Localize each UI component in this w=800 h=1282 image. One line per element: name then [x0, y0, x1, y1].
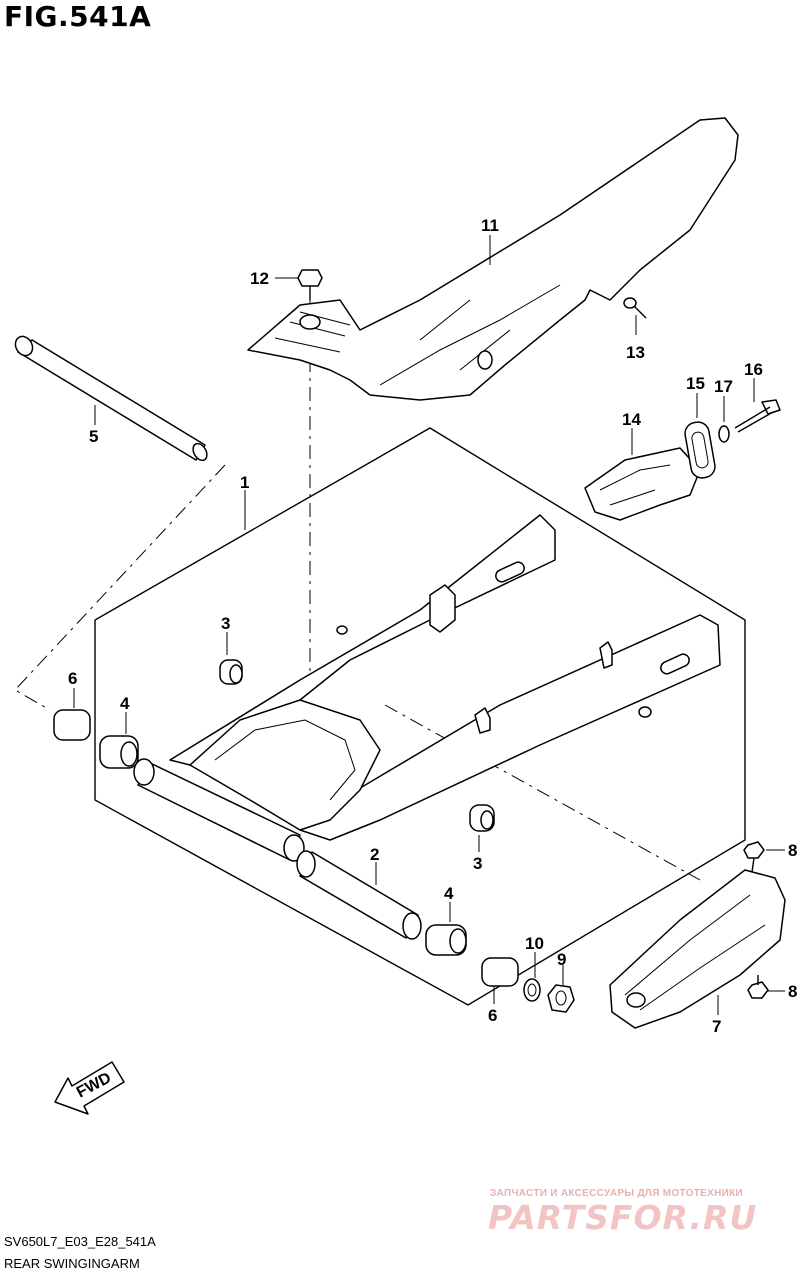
bearing-4-left: [99, 712, 139, 769]
callout-9: 9: [557, 950, 566, 969]
spacer-6-left: [53, 688, 91, 741]
callout-3-upper: 3: [221, 614, 230, 633]
callout-labels: 1 2 3 3 4 4 5 6 6 7 8 8 9 10 11 12 13 14…: [68, 216, 797, 1036]
pivot-shaft: [14, 335, 208, 462]
callout-16: 16: [744, 360, 763, 379]
swingarm: [169, 514, 721, 841]
callout-12: 12: [250, 269, 269, 288]
callout-8-lower: 8: [788, 982, 797, 1001]
callout-6-right: 6: [488, 1006, 497, 1025]
callout-4-right: 4: [444, 884, 454, 903]
callout-13: 13: [626, 343, 645, 362]
bracket-14: [584, 428, 701, 521]
watermark-logo: PARTSFOR.RU: [488, 1198, 758, 1237]
figure-caption: REAR SWINGINGARM: [4, 1256, 140, 1271]
pivot-tube-2: [296, 850, 422, 940]
callout-2: 2: [370, 845, 379, 864]
washer-17: [718, 396, 730, 443]
callout-17: 17: [714, 377, 733, 396]
callout-11: 11: [481, 216, 499, 235]
chain-buffer-7: [609, 869, 786, 1029]
callout-5: 5: [89, 427, 98, 446]
bolt-16: [734, 378, 781, 433]
watermark-tagline: ЗАПЧАСТИ И АКСЕССУАРЫ ДЛЯ МОТОТЕХНИКИ: [490, 1188, 743, 1199]
callout-4-left: 4: [120, 694, 130, 713]
bearing-4-right: [425, 902, 467, 956]
bolt-8-lower: [747, 975, 785, 999]
spacer-6-right: [481, 957, 519, 1004]
leader-lines: [14, 300, 701, 881]
bearing-3-lower: [469, 804, 495, 852]
bolt-12: [275, 269, 323, 300]
chain-case: [247, 117, 739, 401]
washer-10: [523, 952, 541, 1002]
screw-13: [623, 297, 647, 335]
callout-15: 15: [686, 374, 705, 393]
grommet-15: [684, 393, 716, 479]
callout-8-upper: 8: [788, 841, 797, 860]
callout-7: 7: [712, 1017, 721, 1036]
callout-3-lower: 3: [473, 854, 482, 873]
figure-title: FIG.541A: [4, 0, 152, 33]
pivot-tube-front: [133, 758, 305, 862]
callout-14: 14: [622, 410, 641, 429]
model-code: SV650L7_E03_E28_541A: [4, 1234, 156, 1249]
callout-1: 1: [240, 473, 249, 492]
bearing-3-upper: [219, 632, 243, 685]
fwd-arrow: FWD: [54, 1061, 125, 1115]
callout-6-left: 6: [68, 669, 77, 688]
assembly-box: [94, 427, 746, 1006]
callout-10: 10: [525, 934, 544, 953]
nut-9: [547, 965, 575, 1013]
bolt-8-upper: [743, 841, 785, 873]
